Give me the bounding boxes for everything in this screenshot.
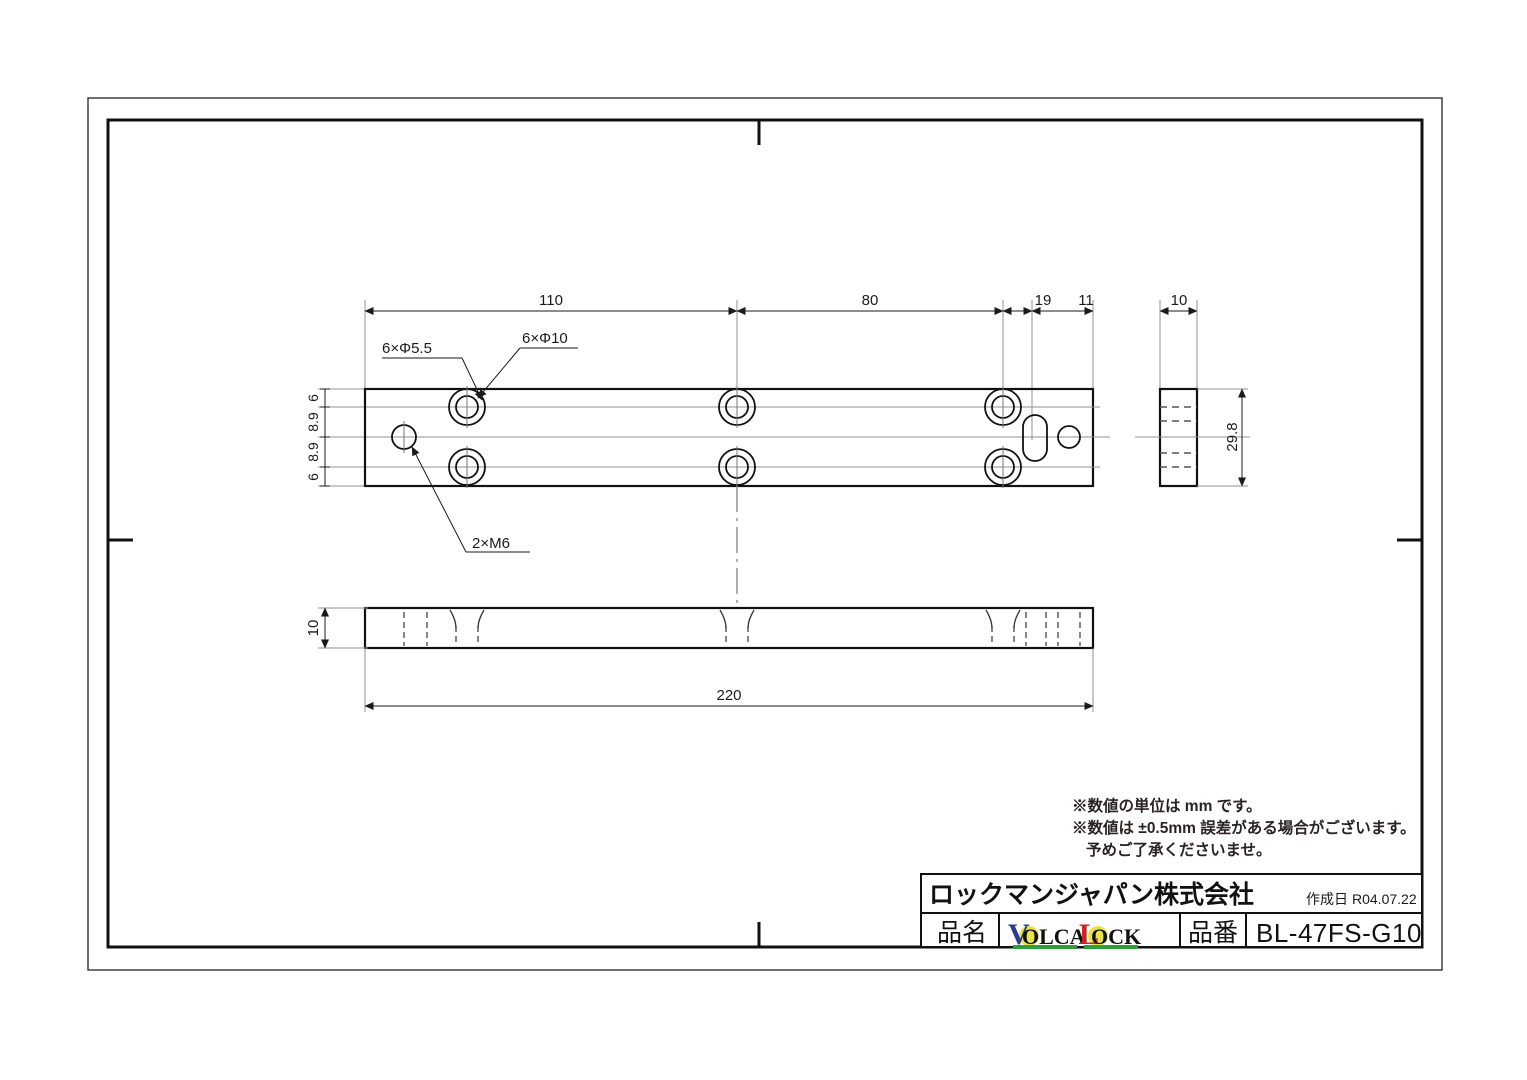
dimension-thickness-10-label: 10 [305, 620, 322, 637]
logo-letters-olca: OLCA [1022, 924, 1086, 949]
callout-2x-m6-label: 2×M6 [472, 535, 510, 552]
small-round-hole [1057, 425, 1081, 449]
title-block: ロックマンジャパン株式会社 作成日 R04.07.22 品名 品番 BL-47F… [920, 873, 1423, 951]
left-vertical-extension-lines [318, 388, 470, 487]
logo-o-circle-2 [1088, 926, 1108, 946]
m6-tapped-hole [391, 421, 417, 453]
dimension-side-width-10-label: 10 [1171, 292, 1188, 309]
front-view-counterbore-curves [449, 609, 1021, 629]
dimension-19: 19 [1002, 292, 1052, 315]
dimension-11: 11 [1031, 292, 1094, 315]
front-view-hidden-lines [403, 612, 1081, 646]
frame-center-marks [108, 120, 1422, 947]
counterbore-hole [448, 446, 486, 488]
hole-centerlines-horizontal [470, 406, 1110, 468]
side-view-hidden-lines [1160, 406, 1197, 468]
dimension-thickness-10: 10 [305, 607, 368, 649]
counterbore-hole [718, 386, 756, 428]
logo-letters-ock: OCK [1091, 924, 1141, 949]
dimension-19-label: 19 [1035, 292, 1052, 309]
dimension-29-8: 29.8 [1197, 388, 1248, 487]
dimension-220: 220 [364, 648, 1094, 712]
counterbore-hole [448, 386, 486, 428]
dimension-side-width-10: 10 [1159, 292, 1198, 315]
dimension-11-label: 11 [1078, 292, 1094, 309]
title-block-date-label: 作成日 [1306, 891, 1348, 907]
vertical-dimension-6-bottom: 6 [305, 473, 321, 481]
note-line-3: 予めご了承くださいませ。 [1086, 840, 1272, 859]
dimension-80: 80 [736, 292, 1004, 315]
title-block-product-number-value: BL-47FS-G10 [1256, 918, 1422, 948]
note-line-2: ※数値は ±0.5mm 誤差がある場合がございます。 [1072, 818, 1416, 837]
callout-6x-phi10: 6×Φ10 [477, 330, 578, 399]
vertical-dimension-8-9-upper: 8.9 [305, 412, 321, 432]
vertical-dimension-6-top: 6 [305, 394, 321, 402]
callout-2x-m6: 2×M6 [411, 446, 530, 553]
note-line-1: ※数値の単位は mm です。 [1072, 796, 1262, 815]
sheet-frame [87, 97, 1443, 971]
title-block-product-number-label: 品番 [1188, 919, 1238, 947]
left-vertical-dimension-chain [320, 388, 330, 487]
counterbore-hole [984, 386, 1022, 428]
front-view-outline [363, 606, 1095, 650]
logo-letter-l: L [1079, 918, 1099, 951]
top-view-extension-lines [364, 300, 1198, 440]
title-block-product-name-label: 品名 [937, 919, 987, 947]
counterbore-hole [718, 446, 756, 488]
notes-block: ※数値の単位は mm です。 ※数値は ±0.5mm 誤差がある場合がございます… [1072, 796, 1416, 859]
frame-center-marks-outer [106, 118, 1424, 949]
dimension-29-8-label: 29.8 [1224, 422, 1241, 451]
dimension-110: 110 [364, 292, 738, 315]
title-block-company: ロックマンジャパン株式会社 [929, 880, 1254, 909]
dimension-110-label: 110 [539, 292, 563, 309]
obround-slot [1022, 414, 1048, 462]
logo-green-bar-left [1013, 945, 1077, 949]
callout-6x-phi10-label: 6×Φ10 [522, 330, 568, 347]
logo-letter-v: V [1008, 918, 1030, 951]
logo-o-circle-1 [1019, 926, 1039, 946]
dimension-80-label: 80 [862, 292, 879, 309]
volca-lock-logo: V OLCA L OCK [1008, 918, 1141, 951]
counterbore-holes [448, 386, 1022, 488]
dimension-220-label: 220 [716, 687, 741, 704]
title-block-date-value: R04.07.22 [1352, 891, 1417, 907]
logo-green-bar-right [1084, 945, 1138, 949]
vertical-dimension-8-9-lower: 8.9 [305, 442, 321, 462]
counterbore-hole [984, 446, 1022, 488]
callout-6x-phi5-5: 6×Φ5.5 [382, 340, 483, 401]
callout-6x-phi5-5-label: 6×Φ5.5 [382, 340, 432, 357]
